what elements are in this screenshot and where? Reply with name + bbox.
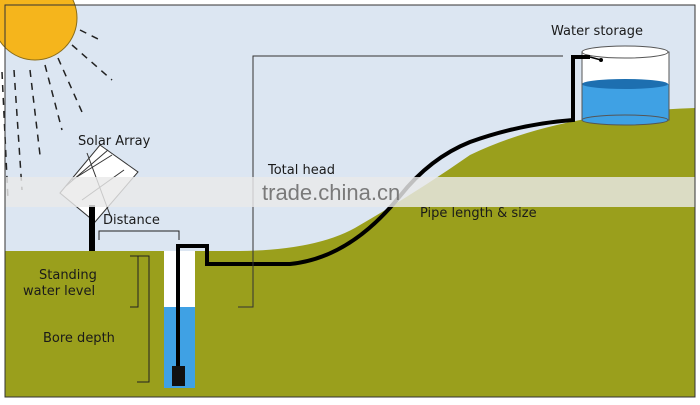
standing-water-bracket: [130, 255, 139, 308]
bore-depth-bracket: [137, 255, 150, 383]
pipe: [176, 55, 590, 380]
standing-water-level-label-line2: water level: [23, 284, 95, 299]
solar-array-label: Solar Array: [78, 134, 151, 149]
frame: [4, 4, 696, 398]
watermark-band: [5, 177, 695, 207]
pipe-length-size-label: Pipe length & size: [420, 206, 537, 221]
bore-depth-label: Bore depth: [43, 331, 115, 346]
pump-icon: [172, 366, 185, 386]
water-storage-tank: [581, 45, 670, 126]
sun: [0, 0, 78, 61]
total-head-label: Total head: [267, 163, 335, 178]
solar-pole: [89, 205, 95, 251]
standing-water-level-label-line1: Standing: [39, 268, 97, 283]
distance-label: Distance: [103, 213, 160, 228]
water-storage-label: Water storage: [551, 24, 643, 39]
distance-bracket: [98, 230, 180, 240]
watermark: trade.china.cn: [262, 180, 400, 205]
